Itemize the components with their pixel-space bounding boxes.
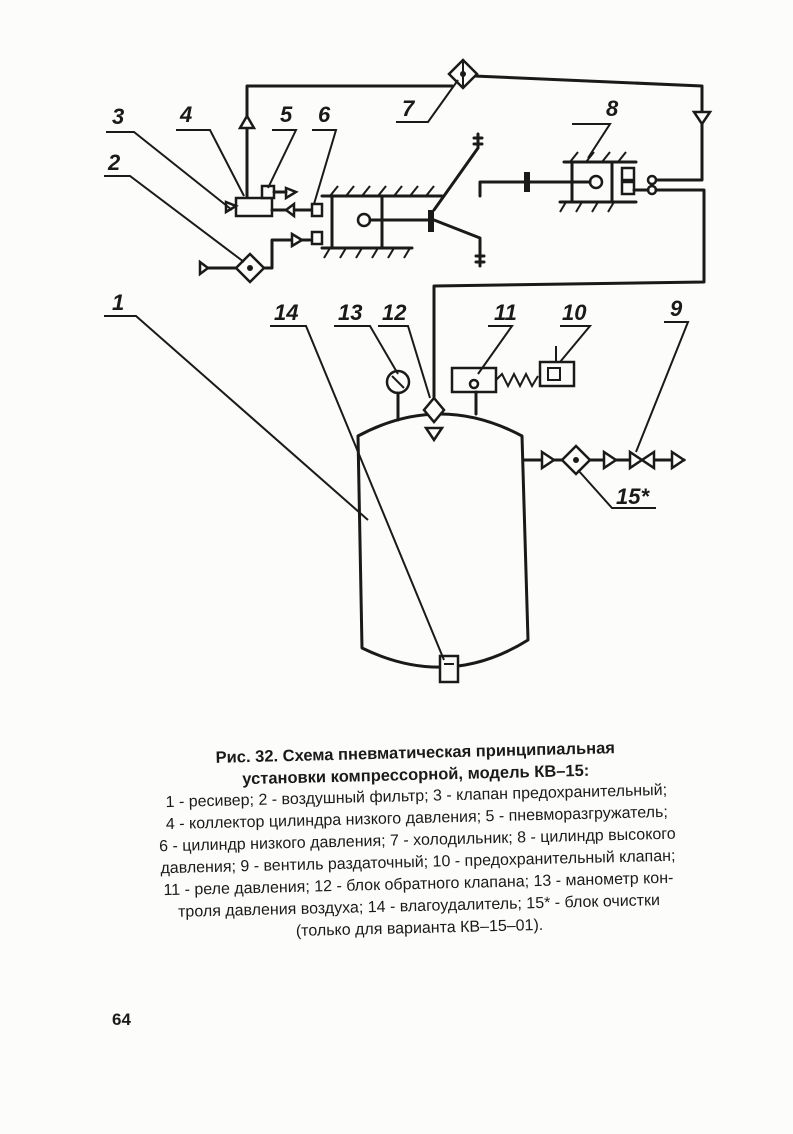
flow-arrow-down: [691, 110, 713, 127]
label-13: 13: [338, 300, 362, 325]
outlet-line: [522, 444, 687, 476]
top-pipeline: [237, 74, 713, 200]
figure-labels: 3 4 5 6 2 7 8 1 14 13 12 11 10 9 15*: [107, 96, 683, 509]
cooler-7: [447, 58, 479, 90]
label-6: 6: [318, 102, 331, 127]
page-number: 64: [112, 1010, 131, 1029]
pneumatic-schematic: 3 4 5 6 2 7 8 1 14 13 12 11 10 9 15*: [104, 58, 713, 684]
label-11: 11: [494, 300, 517, 325]
leader-lines: [104, 79, 690, 661]
receiver-1: [356, 412, 530, 684]
label-3: 3: [112, 104, 124, 129]
figure-caption: Рис. 32. Схема пневматическая принципиал…: [105, 734, 730, 947]
label-9: 9: [670, 296, 683, 321]
collector-4: [224, 184, 314, 219]
check-valve-12: [422, 396, 446, 443]
label-4: 4: [179, 102, 192, 127]
label-12: 12: [382, 300, 407, 325]
label-1: 1: [112, 290, 124, 315]
label-7: 7: [402, 96, 416, 121]
high-pressure-cylinder-8: [432, 151, 706, 410]
low-pressure-cylinder-6: [310, 132, 486, 268]
label-5: 5: [280, 102, 293, 127]
pressure-relay-11: [450, 366, 539, 416]
moisture-separator-14: [438, 654, 460, 684]
label-10: 10: [562, 300, 587, 325]
label-8: 8: [606, 96, 619, 121]
manometer-13: [385, 369, 411, 422]
dispensing-valve-9: [628, 449, 645, 471]
label-15: 15*: [616, 484, 650, 509]
flow-arrow-up: [237, 113, 257, 130]
label-2: 2: [107, 150, 121, 175]
safety-valve-10: [538, 346, 576, 388]
label-14: 14: [274, 300, 298, 325]
